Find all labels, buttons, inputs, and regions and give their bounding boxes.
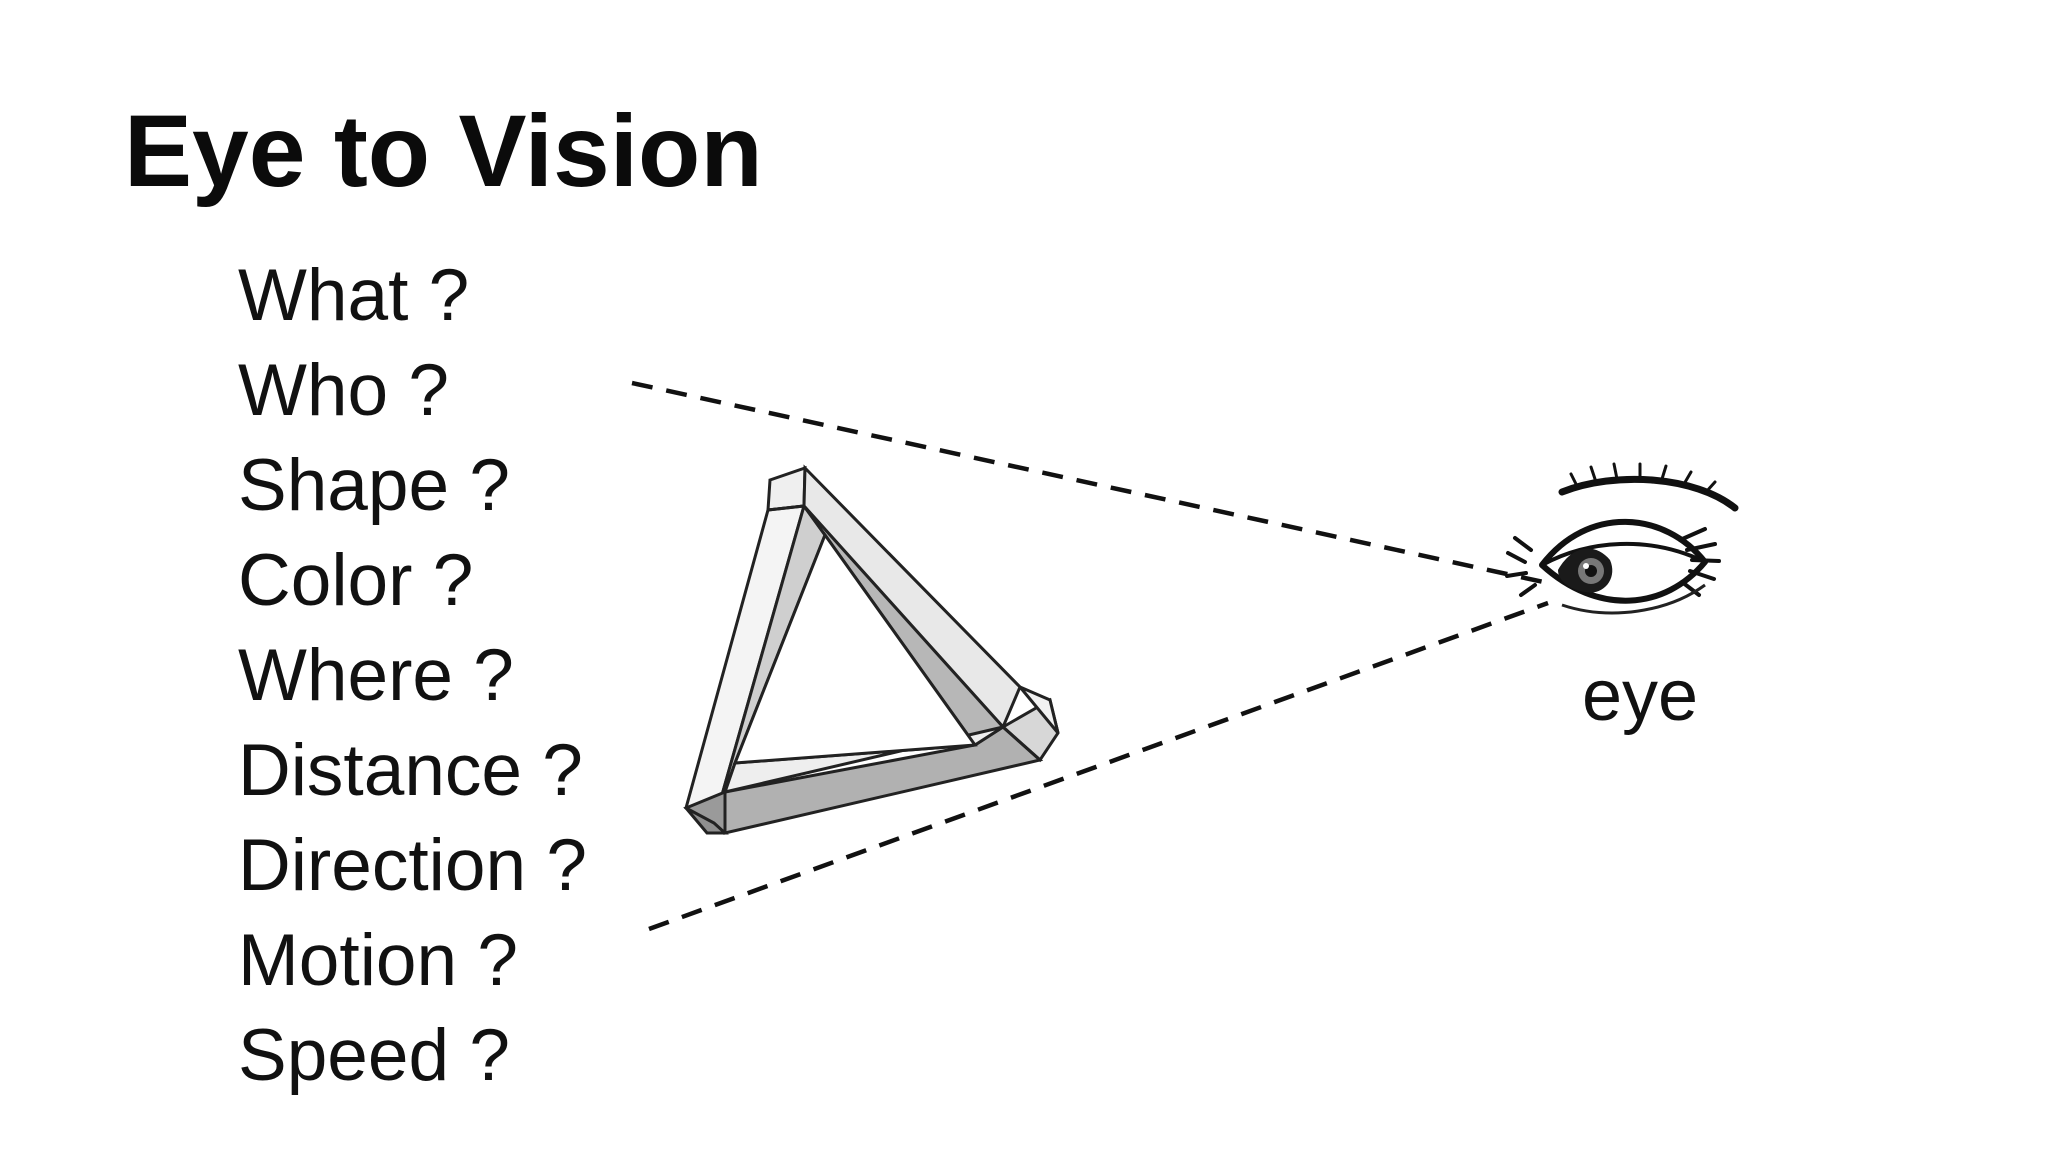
eye-icon xyxy=(1505,462,1739,615)
impossible-triangle-icon xyxy=(683,464,1060,835)
question-direction: Direction ? xyxy=(238,825,587,906)
vision-question-list: What ? Who ? Shape ? Color ? Where ? Dis… xyxy=(238,248,587,1103)
lower-sight-line xyxy=(648,600,1549,932)
question-where: Where ? xyxy=(238,635,514,716)
question-shape: Shape ? xyxy=(238,445,510,526)
question-color: Color ? xyxy=(238,540,474,621)
question-speed: Speed ? xyxy=(238,1015,510,1096)
question-who: Who ? xyxy=(238,350,449,431)
question-distance: Distance ? xyxy=(238,730,583,811)
slide-title: Eye to Vision xyxy=(124,94,763,208)
question-motion: Motion ? xyxy=(238,920,518,1001)
upper-sight-line xyxy=(631,380,1549,586)
question-what: What ? xyxy=(238,255,470,336)
eye-label: eye xyxy=(1582,656,1699,736)
